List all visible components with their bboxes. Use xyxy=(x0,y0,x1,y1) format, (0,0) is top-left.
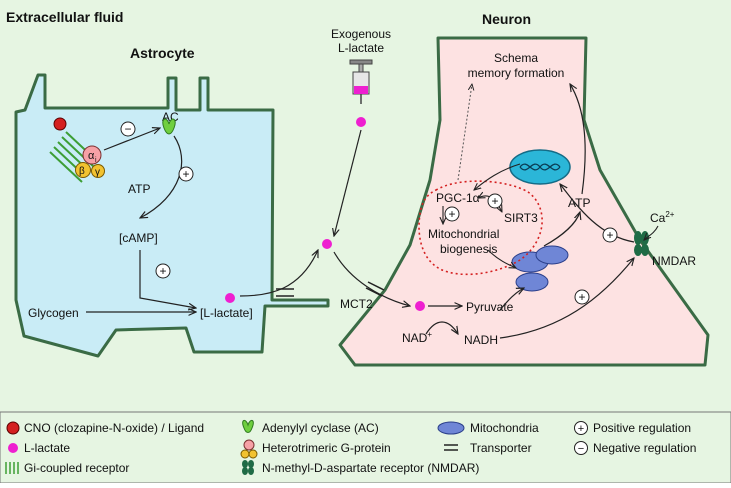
legend-ac-icon xyxy=(242,420,254,433)
lactate-dot-neuron xyxy=(415,301,425,311)
arrow-biogenesis-to-mito xyxy=(487,249,516,268)
g-gamma-label: γ xyxy=(95,167,100,178)
g-alpha-label: α xyxy=(88,150,95,162)
legend-gi: Gi-coupled receptor xyxy=(24,461,129,475)
arrow-nmdar-to-nucleus xyxy=(560,184,635,243)
astrocyte-transporter-icon xyxy=(276,288,294,297)
mito-biogenesis-line1: Mitochondrial xyxy=(428,227,499,241)
plus-sign: + xyxy=(159,264,166,278)
gi-coupled-receptor-icon xyxy=(49,131,99,183)
negative-sign-icon xyxy=(120,121,136,137)
arrow-g-to-ac xyxy=(103,128,160,151)
ca-label: Ca2+ xyxy=(650,210,675,225)
legend-cno-icon xyxy=(6,421,20,435)
arrow-exogenous xyxy=(334,129,362,236)
legend-pos: Positive regulation xyxy=(593,421,691,435)
lactate-dot-extracellular xyxy=(322,239,332,249)
nmdar-label: NMDAR xyxy=(652,254,696,268)
plus-sign: + xyxy=(578,290,585,304)
arrow-calcium-influx xyxy=(644,225,659,240)
astrocyte-lactate-label: [L-lactate] xyxy=(200,306,253,320)
positive-sign-icon xyxy=(155,263,171,279)
positive-sign-icon xyxy=(574,289,590,305)
legend-transporter: Transporter xyxy=(470,441,532,455)
exogenous-line1: Exogenous xyxy=(331,27,391,41)
legend-pos-icon xyxy=(574,421,588,435)
glycogen-label: Glycogen xyxy=(28,306,79,320)
mitochondria-group-icon xyxy=(511,245,569,292)
g-protein-icon xyxy=(75,145,105,178)
schema-line2: memory formation xyxy=(468,66,565,80)
neuron-title: Neuron xyxy=(482,11,531,27)
legend-box xyxy=(0,411,731,484)
lactate-dot-exogenous xyxy=(356,117,366,127)
astrocyte-title: Astrocyte xyxy=(130,45,195,61)
arrow-pyruvate-to-mito xyxy=(499,288,524,311)
plus-sign: + xyxy=(182,167,189,181)
lactate-dot-astrocyte xyxy=(225,293,235,303)
legend-cno: CNO (clozapine-N-oxide) / Ligand xyxy=(24,421,204,435)
biogenesis-region xyxy=(418,180,543,276)
neuron-cell xyxy=(338,36,710,367)
extracellular-title: Extracellular fluid xyxy=(6,9,123,25)
pyruvate-label: Pyruvate xyxy=(466,300,514,314)
arrow-nadh-to-nmdar xyxy=(499,258,634,339)
legend-ac: Adenylyl cyclase (AC) xyxy=(262,421,379,435)
arrow-mito-to-atp xyxy=(543,212,580,247)
atp-label-neuron: ATP xyxy=(568,196,590,210)
schema-line1: Schema xyxy=(494,51,538,65)
legend-neg-icon xyxy=(574,441,588,455)
arrow-atp-to-memory xyxy=(570,84,586,195)
legend-nmdar: N-methyl-D-aspartate receptor (NMDAR) xyxy=(262,461,479,475)
exogenous-line2: L-lactate xyxy=(338,41,384,55)
plus-sign: + xyxy=(491,194,498,208)
arrow-astrocyte-efflux xyxy=(239,250,318,297)
legend-gprotein-icon xyxy=(240,439,258,459)
arrow-lactate-to-neuron xyxy=(333,251,410,306)
plus-sign: + xyxy=(448,207,455,221)
syringe-icon xyxy=(349,59,373,104)
positive-sign-icon xyxy=(487,193,503,209)
positive-sign-icon xyxy=(178,166,194,182)
legend-nmdar-icon xyxy=(242,460,254,475)
camp-label: [cAMP] xyxy=(119,231,158,245)
mct2-transporter-icon xyxy=(365,281,385,297)
legend-gi-receptor-icon xyxy=(5,462,19,474)
plus-sign: + xyxy=(606,228,613,242)
arrow-nad-to-nadh xyxy=(425,321,458,334)
adenylyl-cyclase-icon xyxy=(162,118,176,135)
positive-sign-icon xyxy=(602,227,618,243)
nad-label: NAD+ xyxy=(402,330,432,345)
sirt3-label: SIRT3 xyxy=(504,211,538,225)
nadh-label: NADH xyxy=(464,333,498,347)
astrocyte-cell xyxy=(14,73,330,358)
cno-ligand-icon xyxy=(53,117,67,131)
legend-mito-icon xyxy=(437,421,465,435)
legend-plus-sign: + xyxy=(578,423,584,435)
legend-lactate: L-lactate xyxy=(24,441,70,455)
pgc-label: PGC-1α xyxy=(436,191,480,205)
legend-transporter-icon xyxy=(444,444,458,451)
legend-minus-sign: − xyxy=(578,443,584,455)
legend-neg: Negative regulation xyxy=(593,441,696,455)
g-alpha-sub: i xyxy=(95,157,97,164)
legend-gprotein: Heterotrimeric G-protein xyxy=(262,441,391,455)
arrow-camp-to-lactate xyxy=(139,250,196,308)
mct2-label: MCT2 xyxy=(340,297,373,311)
arrow-nucleus-to-pgc xyxy=(474,163,521,190)
g-beta-label: β xyxy=(79,166,85,177)
positive-sign-icon xyxy=(444,206,460,222)
legend-lactate-icon xyxy=(8,443,18,453)
arrow-ac-to-camp xyxy=(140,135,183,218)
mito-biogenesis-line2: biogenesis xyxy=(440,242,497,256)
arrow-biogenesis-to-memory xyxy=(457,84,472,181)
minus-sign: − xyxy=(124,122,131,136)
atp-label-astrocyte: ATP xyxy=(128,182,150,196)
legend-mito: Mitochondria xyxy=(470,421,539,435)
